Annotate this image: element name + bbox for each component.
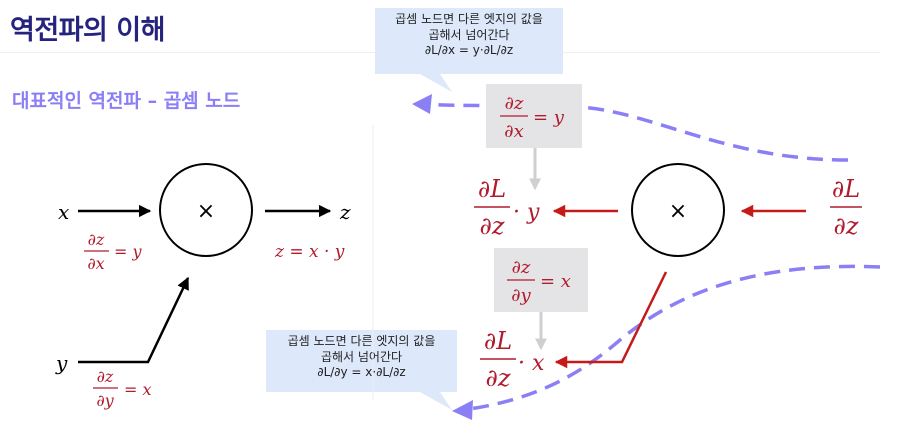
callout-top-line2: 곱해서 넘어간다 — [428, 27, 510, 42]
backward-multiply-node — [631, 163, 725, 257]
bwd-local-dzdy-rhs: = x — [540, 271, 571, 292]
fwd-dzdx-rhs: = y — [114, 242, 142, 261]
grad-x-num: ∂L — [478, 175, 506, 203]
input-y-label: y — [55, 351, 68, 375]
upstream-grad-num: ∂L — [832, 175, 860, 203]
input-y-arrow — [78, 276, 190, 364]
bwd-local-dzdy-den: ∂y — [511, 285, 531, 306]
grad-to-y-arrow — [554, 271, 668, 369]
callout-bottom-line2: 곱해서 넘어간다 — [320, 349, 403, 364]
grad-y-num: ∂L — [484, 327, 512, 355]
bwd-local-dzdx-den: ∂x — [504, 121, 523, 142]
output-z-label: z — [339, 200, 351, 224]
grad-y-den: ∂z — [485, 364, 510, 392]
fwd-dzdy-num: ∂z — [97, 367, 114, 386]
callout-top-tail — [420, 74, 452, 92]
callout-top: 곱셈 노드면 다른 엣지의 값을 곱해서 넘어간다 ∂L/∂x = y·∂L/∂… — [375, 8, 563, 74]
callout-bottom: 곱셈 노드면 다른 엣지의 값을 곱해서 넘어간다 ∂L/∂y = x·∂L/∂… — [266, 330, 457, 392]
bwd-local-dzdx-num: ∂z — [505, 93, 524, 114]
fwd-dzdy-rhs: = x — [124, 380, 152, 399]
callout-bottom-line3: ∂L/∂y = x·∂L/∂z — [317, 365, 406, 379]
forward-multiply-node — [159, 163, 253, 257]
dashed-arrowhead-bottom — [452, 400, 473, 420]
forward-dz-dy: ∂z ∂y = x — [93, 367, 152, 410]
callout-top-line3: ∂L/∂x = y·∂L/∂z — [424, 43, 514, 57]
grad-x-mult: · y — [513, 200, 540, 225]
fwd-dzdy-den: ∂y — [96, 391, 114, 410]
grad-x-den: ∂z — [479, 212, 504, 240]
dashed-curve-bottom — [461, 264, 881, 412]
bwd-local-dzdy-num: ∂z — [512, 257, 531, 278]
callout-bottom-tail — [420, 392, 452, 410]
input-x-label: x — [58, 200, 69, 224]
forward-node-symbol: × — [197, 199, 215, 224]
callout-top-line1: 곱셈 노드면 다른 엣지의 값을 — [395, 12, 543, 26]
forward-dz-dx: ∂z ∂x = y — [84, 230, 142, 273]
section-subtitle: 대표적인 역전파 – 곱셈 노드 — [12, 90, 241, 112]
fwd-dzdx-num: ∂z — [88, 230, 105, 249]
dashed-arrowhead-top — [412, 94, 432, 114]
callout-bottom-line1: 곱셈 노드면 다른 엣지의 값을 — [287, 334, 436, 348]
dashed-curve-top — [417, 102, 849, 162]
grad-y-mult: · x — [518, 351, 545, 376]
output-equation: z = x · y — [274, 242, 345, 262]
upstream-grad-den: ∂z — [833, 212, 858, 240]
page-title: 역전파의 이해 — [10, 15, 165, 46]
fwd-dzdx-den: ∂x — [87, 254, 104, 273]
backward-node-symbol: × — [669, 199, 687, 224]
bwd-local-dzdx-rhs: = y — [533, 107, 565, 128]
